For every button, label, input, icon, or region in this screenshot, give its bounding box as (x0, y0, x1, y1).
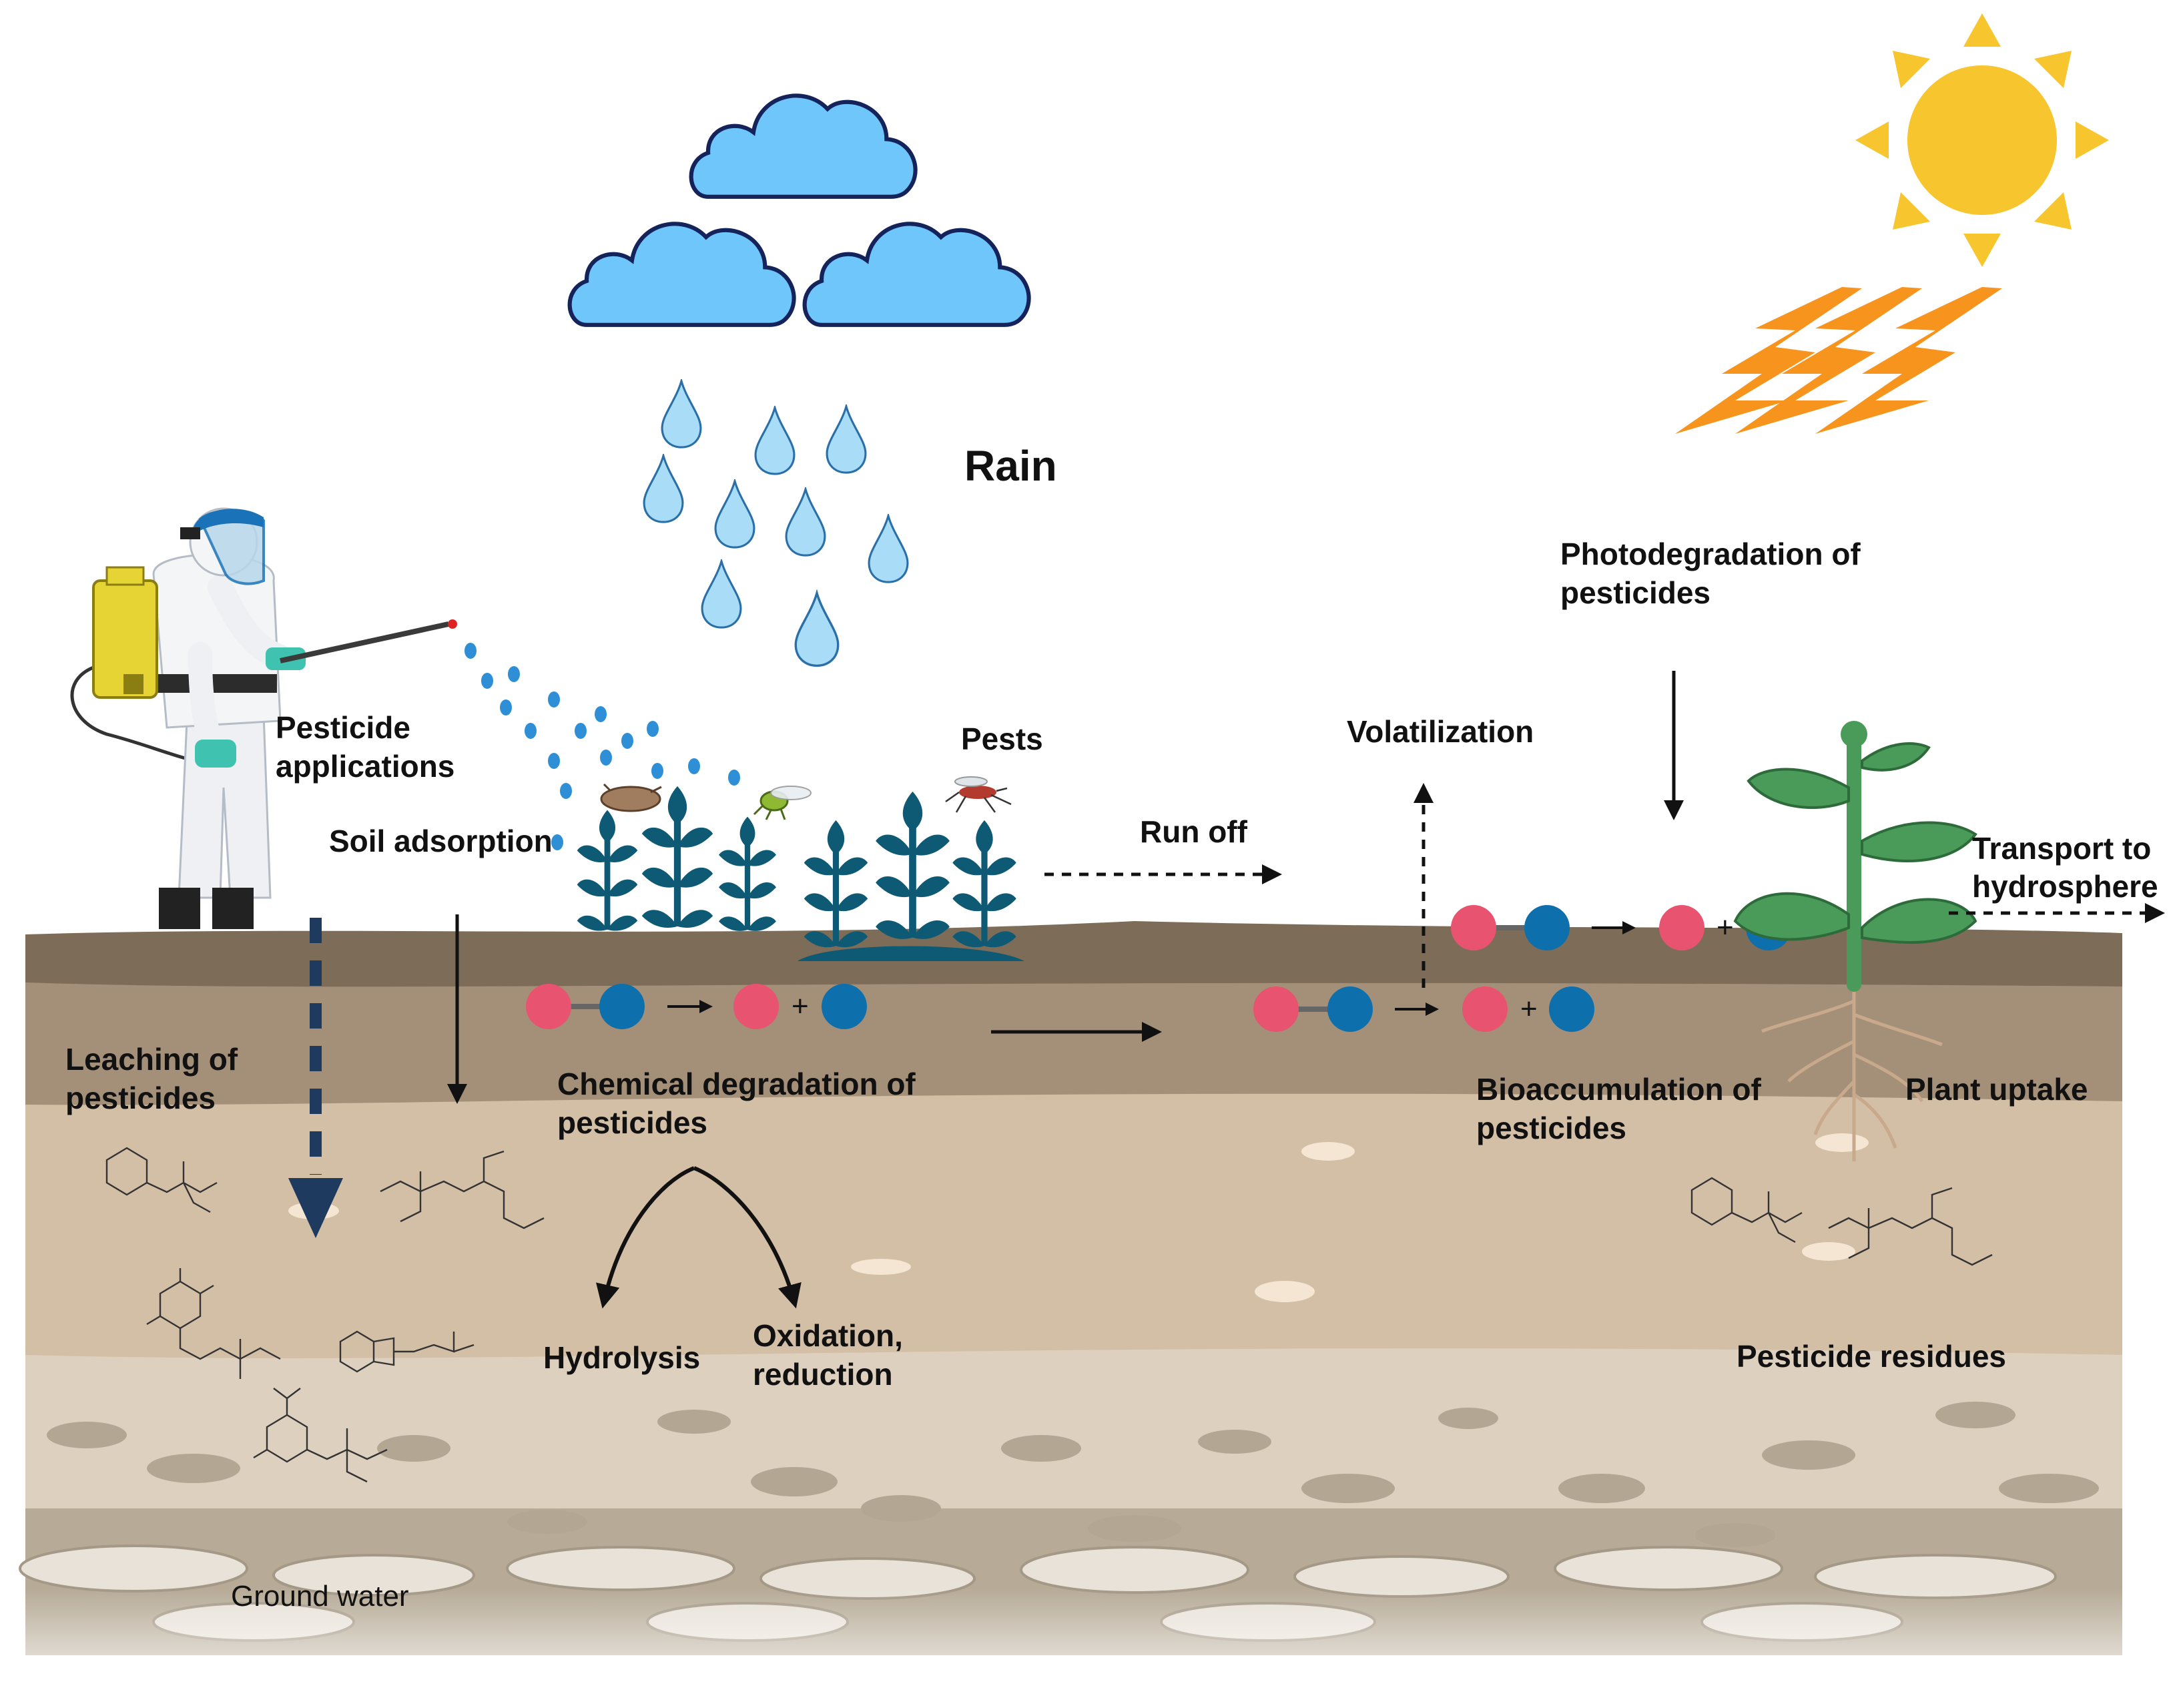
chemical-structure-icon (105, 1147, 218, 1213)
bottom-fade (0, 1589, 2177, 1708)
photodegradation-label: Photodegradation of pesticides (1560, 537, 1861, 610)
soil-pebbles (47, 1402, 2099, 1547)
crop-plant-icon (876, 792, 950, 939)
topsoil-layer (25, 921, 2122, 987)
pesticide-spray (464, 643, 740, 850)
volatilization-label: Volatilization (1347, 714, 1534, 749)
molecule-icon (1462, 986, 1508, 1032)
svg-text:+: + (1520, 992, 1538, 1025)
bioaccumulation-label: Bioaccumulation of pesticides (1476, 1072, 1761, 1145)
ground-water-label: Ground water (231, 1580, 409, 1613)
molecule-icon (526, 984, 571, 1029)
pesticide-residues-label: Pesticide residues (1737, 1339, 2006, 1374)
crop-plant-icon (719, 816, 776, 930)
moth-icon (600, 783, 662, 812)
farmer-sprayer-icon (70, 507, 457, 929)
oxidation-reduction-label: Oxidation, reduction (753, 1318, 903, 1392)
oxidation-arrow (693, 1166, 802, 1309)
chemical-structure-icon (380, 1150, 545, 1229)
svg-text:reduction: reduction (753, 1357, 893, 1392)
mosquito-icon (945, 776, 1012, 813)
svg-text:Chemical degradation of: Chemical degradation of (557, 1067, 916, 1101)
crop-plant-icon (577, 810, 638, 931)
molecule-reaction-right: + (1253, 986, 1594, 1032)
molecule-icon (733, 984, 779, 1029)
svg-text:Pesticide: Pesticide (276, 710, 410, 745)
svg-text:hydrosphere: hydrosphere (1972, 869, 2158, 904)
rain-clouds (570, 95, 1029, 324)
hydrolysis-arrow (596, 1166, 695, 1309)
crop-field (577, 786, 1024, 961)
raindrop-icon (714, 480, 755, 549)
lower-soil-layer (25, 1334, 2122, 1508)
cloud-icon (805, 224, 1029, 324)
svg-text:Bioaccumulation of: Bioaccumulation of (1476, 1072, 1761, 1107)
plant-uptake-label: Plant uptake (1905, 1072, 2088, 1107)
svg-text:pesticides: pesticides (1476, 1111, 1626, 1145)
cloud-icon (570, 224, 794, 324)
raindrop-icon (661, 380, 702, 449)
molecule-icon (1659, 905, 1704, 950)
raindrop-icon (826, 405, 867, 474)
chemical-structure-icon (253, 1388, 388, 1483)
svg-text:pesticides: pesticides (65, 1081, 216, 1115)
molecule-icon (1253, 986, 1299, 1032)
lightning-icon (1675, 287, 2002, 434)
chemical-degradation-label: Chemical degradation of pesticides (557, 1067, 916, 1140)
middle-soil-layer (25, 1082, 2122, 1358)
svg-text:+: + (1717, 911, 1734, 944)
raindrop-icon (794, 591, 840, 667)
raindrop-icon (701, 560, 742, 629)
raindrop-icon (785, 488, 826, 557)
svg-text:Leaching of: Leaching of (65, 1042, 238, 1077)
cloud-icon (691, 95, 916, 196)
molecule-icon (1451, 905, 1496, 950)
svg-text:pesticides: pesticides (557, 1105, 707, 1140)
molecule-icon (1524, 905, 1570, 950)
svg-text:applications: applications (276, 749, 454, 784)
molecule-reaction-left: + (526, 984, 867, 1029)
molecule-icon (822, 984, 867, 1029)
chemical-structure-icon (1828, 1187, 1993, 1266)
sun-icon (1855, 13, 2109, 267)
svg-text:Oxidation,: Oxidation, (753, 1318, 903, 1353)
soil-adsorption-label: Soil adsorption (329, 824, 553, 858)
aphid-icon (753, 786, 812, 820)
chemical-structure-icon (1690, 1177, 1803, 1243)
raindrop-icon (643, 455, 684, 523)
upper-soil-layer (25, 974, 2122, 1105)
leaching-arrow (288, 918, 343, 1238)
run-off-label: Run off (1140, 814, 1248, 849)
chemical-structure-icon (146, 1268, 281, 1379)
svg-text:pesticides: pesticides (1560, 575, 1711, 610)
molecule-icon (1549, 986, 1594, 1032)
raindrop-icon (754, 406, 796, 475)
pests-label: Pests (961, 722, 1043, 756)
chemical-structure-icon (339, 1330, 475, 1373)
raindrop-icon (868, 515, 909, 583)
rain-label: Rain (964, 442, 1057, 490)
svg-text:Photodegradation of: Photodegradation of (1560, 537, 1861, 571)
raindrops (643, 380, 909, 667)
pesticide-applications-label: Pesticide applications (276, 710, 454, 784)
leaching-label: Leaching of pesticides (65, 1042, 238, 1115)
molecule-icon (599, 984, 645, 1029)
green-plant-icon (1733, 721, 1977, 1161)
svg-text:+: + (792, 990, 809, 1023)
transport-hydrosphere-label: Transport to hydrosphere (1972, 831, 2158, 904)
hydrolysis-label: Hydrolysis (543, 1340, 700, 1375)
svg-text:Transport to: Transport to (1972, 831, 2151, 866)
crop-plant-icon (804, 820, 868, 947)
molecule-icon (1327, 986, 1373, 1032)
